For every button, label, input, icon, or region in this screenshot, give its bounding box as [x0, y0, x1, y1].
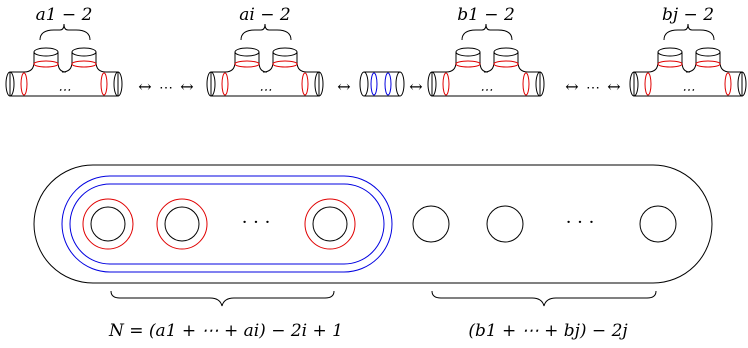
arrow-3: ↔ — [337, 77, 350, 96]
piece-ellipsis: ⋯ — [58, 83, 71, 98]
surface-piece-a1: ⋯ a1 − 2 — [5, 5, 123, 98]
red-curve-2 — [156, 198, 208, 250]
piece-ellipsis: ⋯ — [480, 83, 493, 98]
blue-curve-outer — [61, 175, 393, 273]
surface-piece-ai: ⋯ ai − 2 — [206, 5, 324, 98]
disk-diagram: · · · · · · — [33, 164, 713, 284]
label-bj: bj − 2 — [662, 5, 714, 25]
ellipsis-1: ⋯ — [159, 80, 173, 96]
ellipsis-2: ⋯ — [586, 80, 600, 96]
holes-ellipsis-left: · · · — [242, 212, 271, 233]
label-ai: ai − 2 — [239, 5, 290, 25]
arrow-2: ↔ — [180, 77, 193, 96]
arrow-4: ↔ — [409, 77, 422, 96]
surface-piece-bj: ⋯ bj − 2 — [629, 5, 747, 98]
top-row: ⋯ a1 − 2 ↔ ⋯ ↔ ⋯ ai − 2 ↔ ↔ ⋯ — [5, 5, 747, 98]
arrow-6: ↔ — [607, 77, 620, 96]
hole-right-1 — [412, 205, 450, 243]
piece-ellipsis: ⋯ — [259, 83, 272, 98]
arrow-5: ↔ — [565, 77, 578, 96]
label-a1: a1 − 2 — [36, 5, 93, 25]
holes-ellipsis-right: · · · — [566, 212, 595, 233]
brace-left-label: N = (a1 + ⋯ + ai) − 2i + 1 — [108, 321, 343, 341]
brace-left: N = (a1 + ⋯ + ai) − 2i + 1 — [108, 290, 343, 341]
brace-right-label: (b1 + ⋯ + bj) − 2j — [468, 321, 628, 341]
surface-piece-b1: ⋯ b1 − 2 — [427, 5, 545, 98]
arrow-1: ↔ — [138, 77, 151, 96]
hole-right-3 — [639, 205, 677, 243]
label-b1: b1 − 2 — [457, 5, 515, 25]
blue-curve-inner — [69, 183, 385, 265]
brace-right: (b1 + ⋯ + bj) − 2j — [431, 290, 657, 341]
hole-left-3 — [312, 206, 348, 242]
hole-right-2 — [486, 205, 524, 243]
hole-left-2 — [164, 206, 200, 242]
red-curve-1 — [82, 198, 134, 250]
annulus-piece — [359, 71, 405, 97]
outer-boundary — [33, 164, 713, 284]
piece-ellipsis: ⋯ — [682, 83, 695, 98]
hole-left-1 — [90, 206, 126, 242]
red-curve-3 — [304, 198, 356, 250]
